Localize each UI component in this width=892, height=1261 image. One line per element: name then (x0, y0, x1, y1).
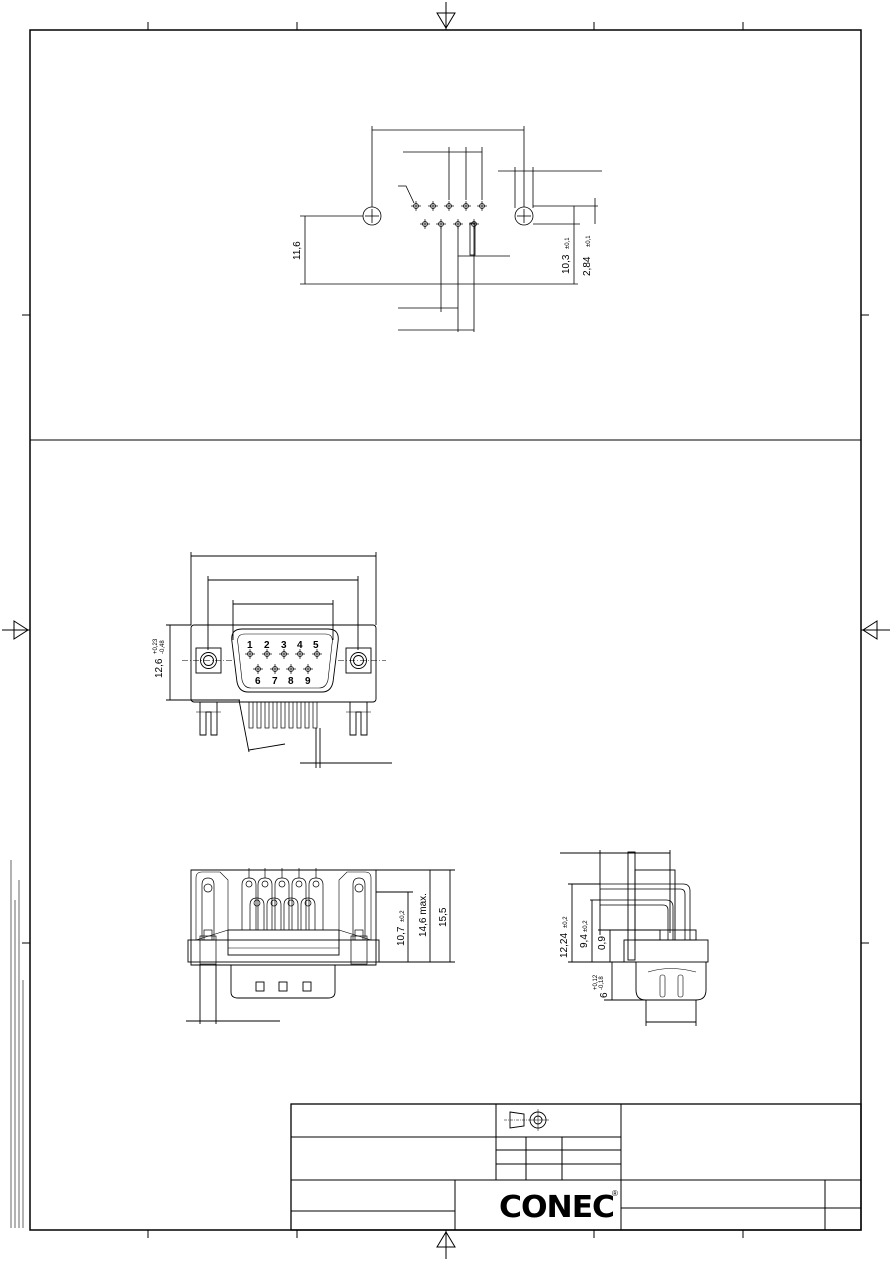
pin-label-6: 6 (255, 676, 261, 687)
brand-logo: CONEC (499, 1190, 614, 1225)
first-angle-projection-icon (504, 1109, 549, 1131)
dim-rear-d1-tol: ±0,2 (400, 910, 406, 922)
centering-mark-bottom-icon (436, 1230, 456, 1259)
connector-side-view (560, 850, 709, 1026)
legal-notice-lines (10, 860, 24, 1228)
title-block (290, 1103, 862, 1231)
dim-side-d4: 6 (599, 992, 610, 998)
dim-rear-d1: 10,7 (396, 926, 407, 946)
dim-side-d4-tol-upper: +0,12 (593, 974, 599, 990)
dim-side-d1-tol: ±0,2 (563, 916, 569, 928)
dim-footprint-pitch-y: 10,3 (561, 254, 572, 274)
dim-rear-d2: 14,6 max. (418, 893, 429, 937)
dim-footprint-row-offset-tol: ±0,1 (586, 235, 592, 247)
brand-registered-mark: ® (612, 1189, 618, 1198)
pin-label-4: 4 (297, 640, 303, 651)
pin-label-9: 9 (305, 676, 311, 687)
pin-label-5: 5 (313, 640, 319, 651)
pin-label-2: 2 (264, 640, 270, 651)
dim-footprint-row-offset: 2,84 (582, 256, 593, 276)
dim-footprint-height: 11,6 (292, 241, 303, 260)
dim-front-height-tol-upper: +0,23 (153, 638, 159, 654)
dim-side-d2: 9,4 (579, 934, 590, 948)
dim-front-height: 12,6 (154, 658, 165, 678)
centering-mark-top-icon (436, 2, 456, 30)
pin-label-3: 3 (281, 640, 287, 651)
dim-footprint-pitch-y-tol: ±0,1 (565, 237, 571, 249)
centering-mark-right-icon (861, 620, 890, 640)
pcb-footprint-view (300, 126, 602, 332)
dim-side-d1: 12,24 (559, 933, 570, 958)
dim-rear-d3: 15,5 (438, 907, 449, 927)
dim-side-d2-tol: ±0,2 (583, 920, 589, 932)
dim-side-d4-tol-lower: -0,18 (599, 976, 605, 990)
pin-label-7: 7 (272, 676, 278, 687)
centering-mark-left-icon (2, 620, 30, 640)
drawing-frame (22, 22, 869, 1238)
dim-front-height-tol-lower: -0,48 (160, 640, 166, 654)
pin-label-8: 8 (288, 676, 294, 687)
connector-rear-view (186, 868, 455, 1024)
pin-label-1: 1 (247, 640, 253, 651)
dim-side-d3: 0,9 (597, 936, 608, 950)
connector-front-view (166, 552, 392, 768)
